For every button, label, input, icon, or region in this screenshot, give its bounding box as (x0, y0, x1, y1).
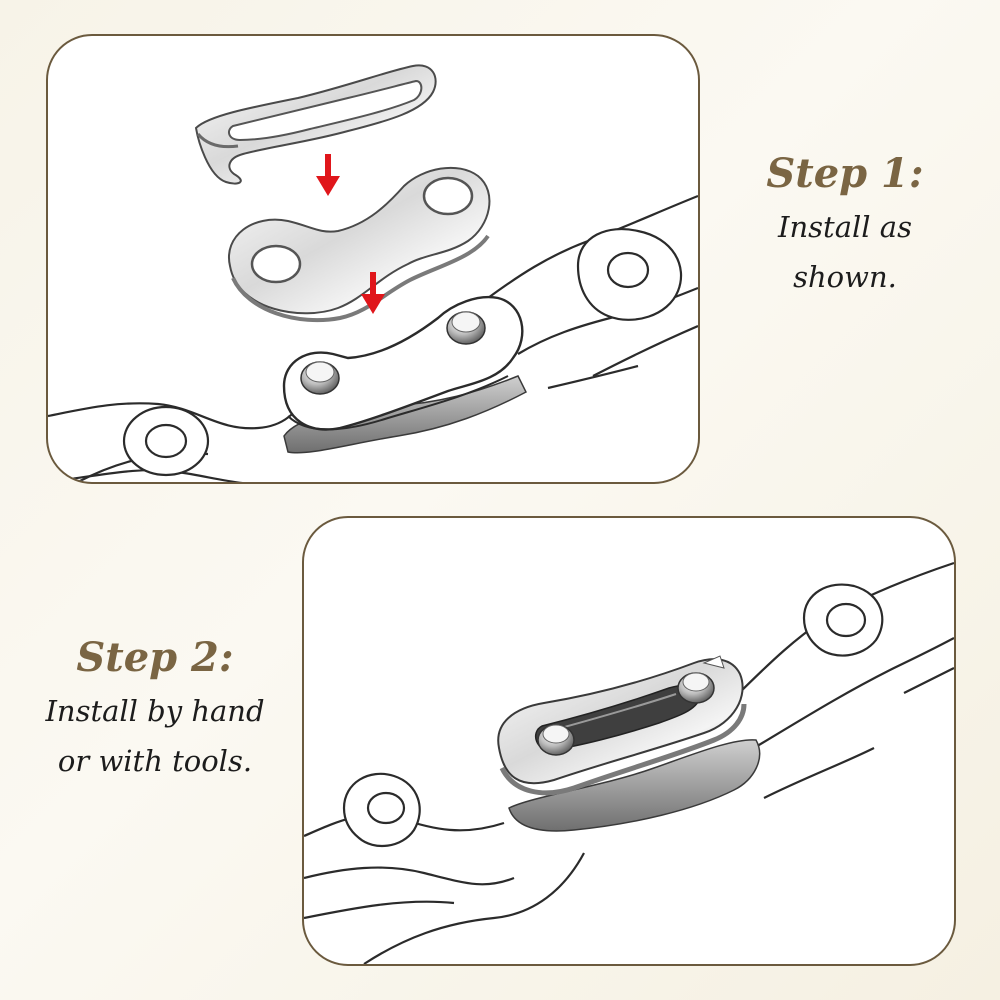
step2-caption: Step 2: Install by hand or with tools. (30, 634, 280, 782)
top-clip-plate (194, 64, 437, 185)
step2-text-line2: or with tools. (57, 744, 253, 778)
step1-caption: Step 1: Install as shown. (730, 150, 960, 298)
chain-roller-right (802, 583, 884, 657)
step2-text-line1: Install by hand (45, 694, 265, 728)
pin-left (300, 361, 340, 395)
lower-inner-plate (508, 739, 761, 832)
step1-title: Step 1: (766, 150, 924, 197)
step1-text-line1: Install as (778, 210, 912, 244)
chain-roller-left (342, 772, 421, 848)
chain-roller-left (122, 405, 210, 477)
chain-roller-right (576, 227, 683, 321)
step2-illustration-panel (302, 516, 956, 966)
assembled-link-illustration (304, 561, 954, 964)
down-arrow-upper (316, 154, 340, 196)
middle-link-plate (227, 166, 491, 323)
down-arrow-lower (361, 272, 385, 314)
step1-illustration-panel (46, 34, 700, 484)
pin-left (537, 724, 575, 756)
step1-text-line2: shown. (793, 260, 897, 294)
exploded-link-illustration (48, 64, 698, 482)
pin-right (677, 672, 715, 704)
step2-title: Step 2: (76, 634, 234, 681)
pin-right (446, 311, 486, 345)
base-plate-edge (287, 375, 509, 431)
